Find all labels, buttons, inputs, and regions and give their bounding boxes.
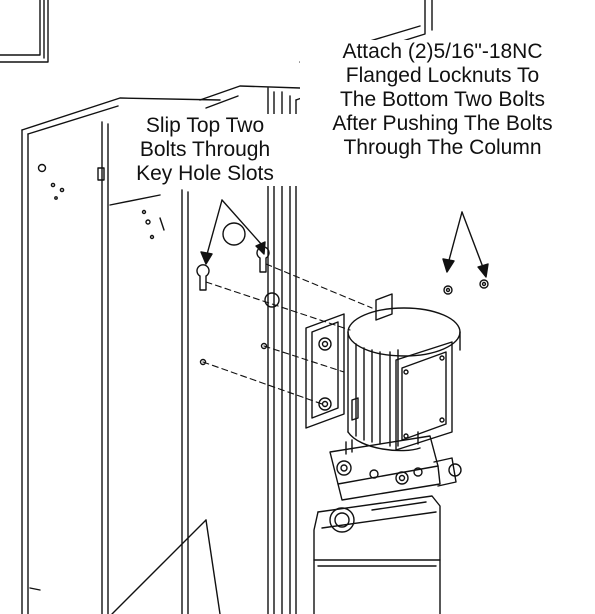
locknut-callout-line-1: Attach (2)5/16"-18NC: [342, 40, 543, 63]
key-hole-slots: [196, 222, 280, 366]
key-hole-callout-line-2: Bolts Through: [139, 138, 271, 161]
left-callout-arrows: [200, 199, 266, 265]
motor-terminal-box: [351, 341, 453, 451]
background-column-fragment: [0, 0, 49, 63]
locknut-callout-line-4: After Pushing The Bolts: [332, 112, 553, 135]
key-hole-callout-line-1: Slip Top Two: [145, 114, 265, 137]
hydraulic-reservoir: [313, 495, 441, 614]
locknut-callout: Attach (2)5/16"-18NC Flanged Locknuts To…: [300, 40, 585, 160]
locknut-callout-line-5: Through The Column: [343, 136, 542, 159]
key-hole-callout-line-3: Key Hole Slots: [136, 162, 274, 185]
bolt-alignment-lines: [202, 263, 373, 405]
locknut-callout-line-3: The Bottom Two Bolts: [339, 88, 546, 111]
column-front-panel: [21, 97, 221, 614]
pump-manifold: [329, 431, 462, 501]
mounting-bracket: [305, 293, 393, 429]
bottom-leader-lines: [111, 519, 221, 614]
right-callout-arrows: [442, 211, 489, 295]
electric-motor: [347, 307, 461, 452]
locknut-callout-line-2: Flanged Locknuts To: [345, 64, 540, 87]
key-hole-callout: Slip Top Two Bolts Through Key Hole Slot…: [112, 114, 298, 186]
